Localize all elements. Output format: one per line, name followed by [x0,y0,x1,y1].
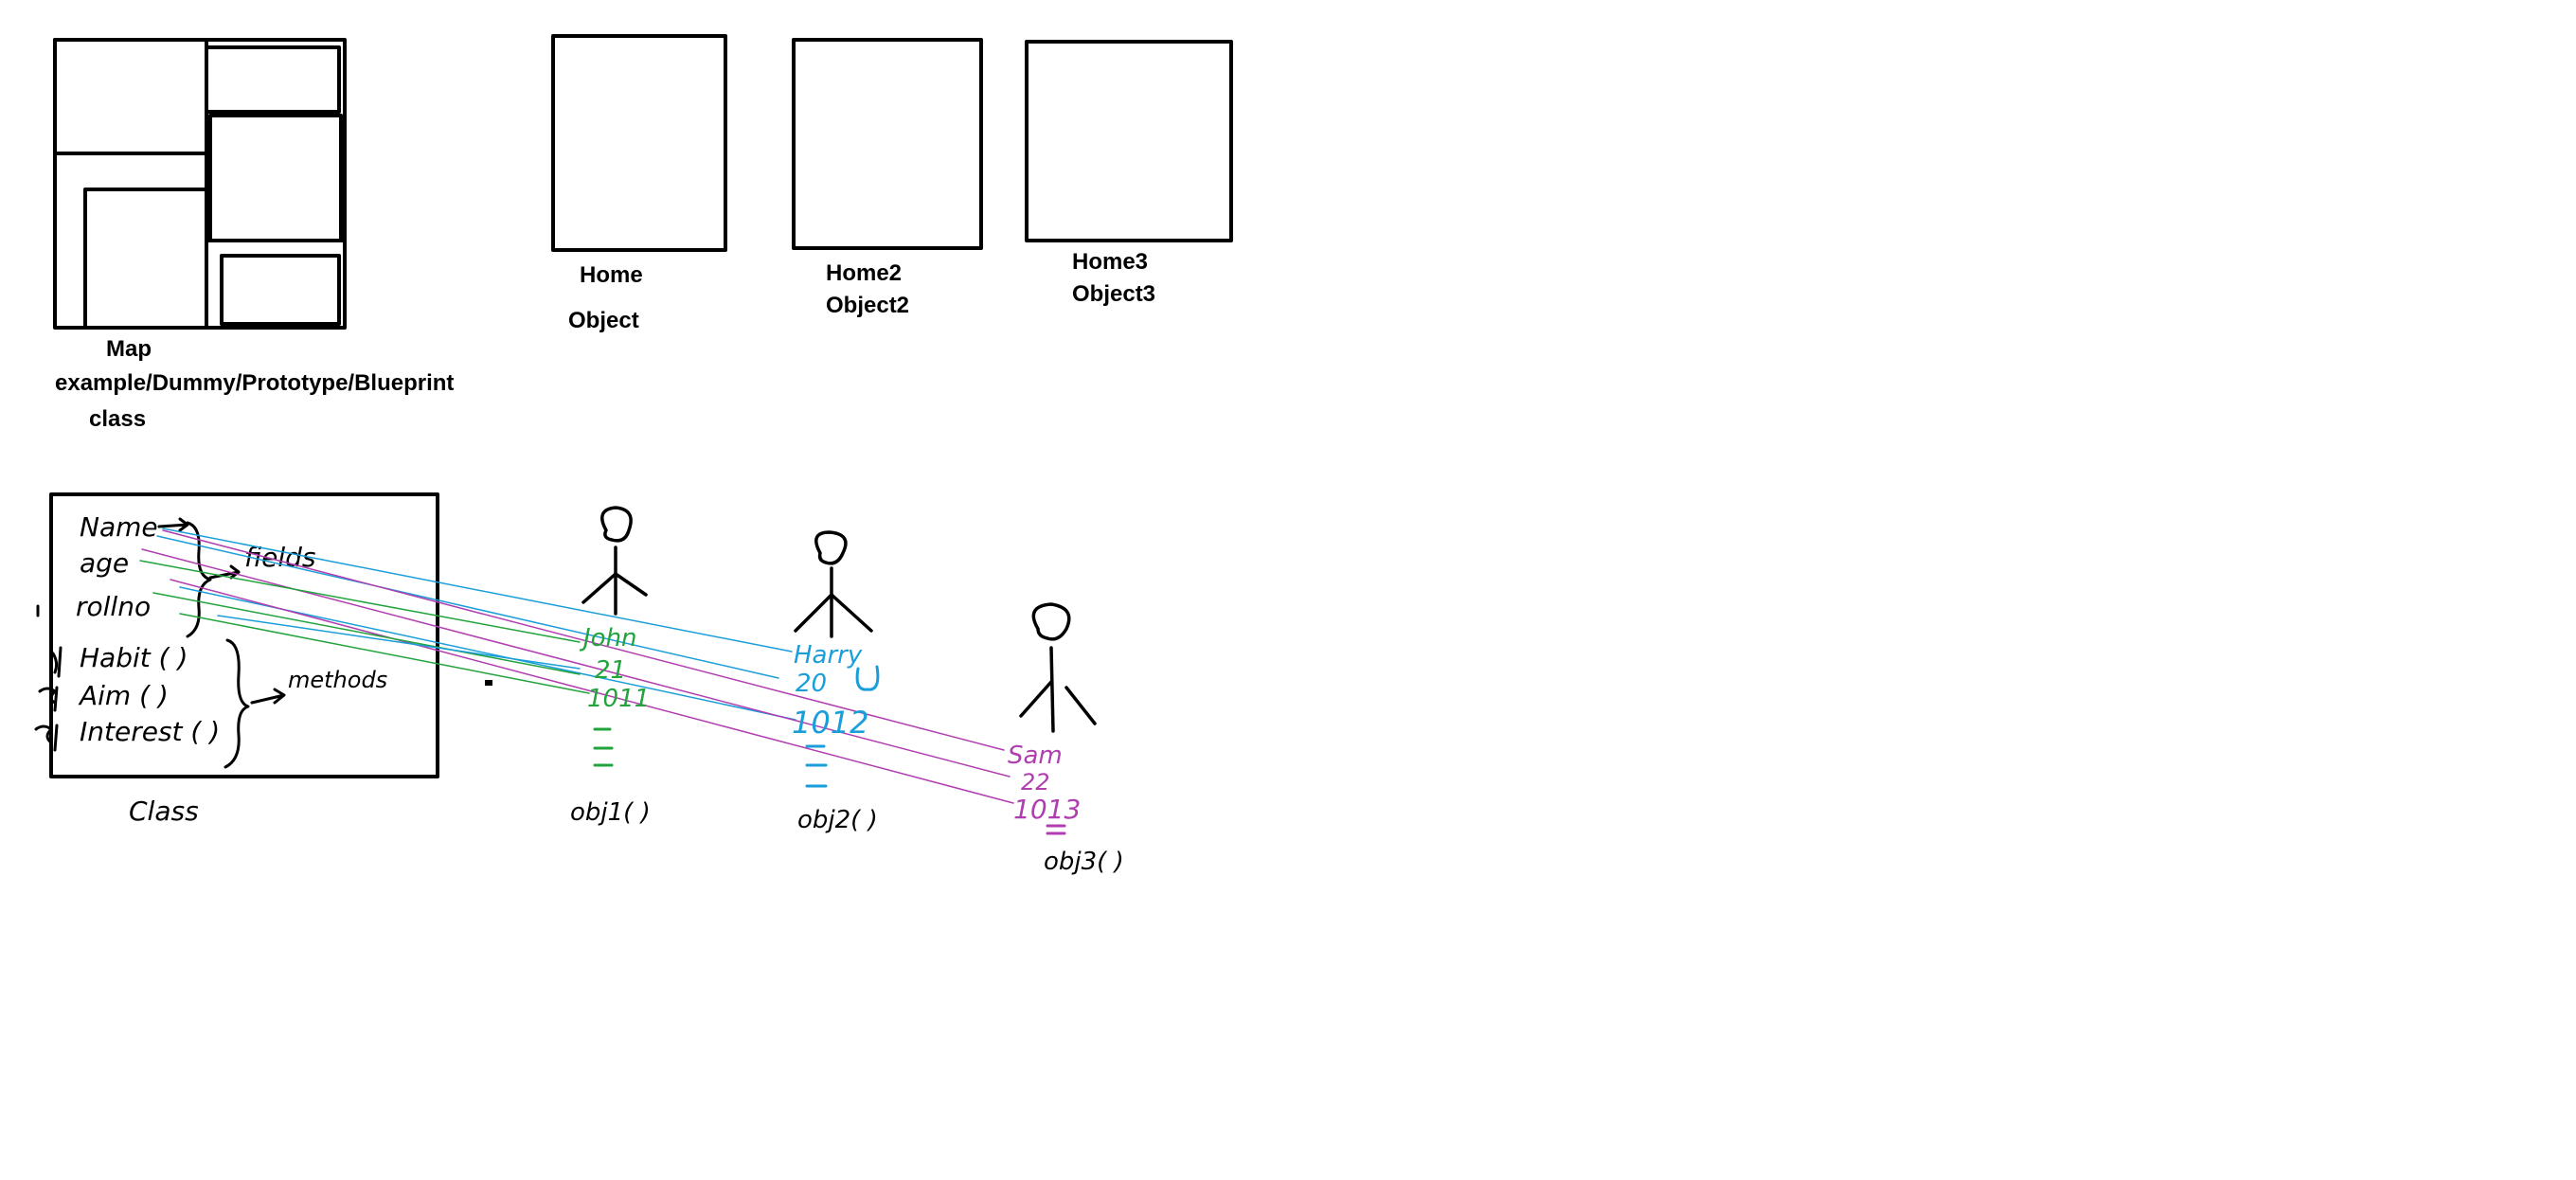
map-room-3 [208,114,343,242]
def-scribbles [34,604,63,752]
connector-lines [139,527,1014,804]
methods-label: methods [288,667,387,693]
connector-green [152,592,581,675]
map-room-1 [53,38,208,155]
object-1-more-marks [593,727,614,767]
fields-brace [186,521,212,638]
field-name: Name [80,511,158,543]
object-2-more-marks [805,744,828,788]
connector-blue [217,615,581,670]
object-2-scribble [855,665,880,691]
arm [1064,686,1097,725]
arm [581,572,617,604]
stick-figure-3 [1019,602,1097,733]
home-3-box [1025,40,1233,242]
object-1-value-age: 21 [595,656,626,685]
home-1-object: Object [568,308,639,333]
home-2-object: Object2 [826,293,909,318]
arm [794,593,833,633]
object-3-value-rollno: 1013 [1013,794,1081,825]
home-2-box [792,38,983,250]
method-interest: Interest ( ) [80,716,220,747]
arm [1019,680,1053,718]
map-room-4 [83,188,208,330]
name-arrow [157,517,189,532]
object-3-value-age: 22 [1021,769,1050,796]
connector-green [179,613,590,694]
map-room-5 [220,254,341,326]
head [600,506,633,543]
methods-arrow [250,688,286,705]
field-age: age [80,547,129,579]
home-1-name: Home [580,262,643,288]
object-1-value-name: John [579,624,637,653]
head [814,530,848,565]
object-2-value-rollno: 1012 [792,705,868,741]
home-2-name: Home2 [826,260,902,286]
object-3-label: obj3( ) [1044,848,1124,876]
connector-purple [170,579,1014,804]
object-2-value-name: Harry [794,641,863,670]
connector-purple [141,548,1011,778]
arm [830,593,873,633]
method-habit: Habit ( ) [80,642,188,673]
home-3-name: Home3 [1072,249,1148,275]
head [1031,602,1071,641]
stick-figure-2 [794,530,873,638]
object-1-value-rollno: 1011 [587,685,650,713]
connector-blue [156,535,779,679]
stray-mark [485,680,492,686]
map-class-label: class [89,406,146,432]
map-label: Map [106,336,152,362]
connector-blue [162,527,793,653]
connector-green [139,560,581,643]
map-room-2 [205,45,341,114]
map-caption: example/Dummy/Prototype/Blueprint [55,370,454,396]
connector-purple [162,529,1005,751]
object-3-more-marks [1046,824,1066,835]
class-box [49,492,439,778]
body [1049,646,1055,733]
homes-group [551,34,1233,252]
object-1-label: obj1( ) [570,798,651,827]
object-2-value-age: 20 [796,670,827,698]
method-aim: Aim ( ) [78,680,169,711]
home-1-box [551,34,727,252]
home-3-object: Object3 [1072,281,1155,307]
map-drawing [53,38,347,330]
methods-brace [224,638,250,769]
stick-figure-1 [581,506,648,616]
map-outer-frame [53,38,347,330]
class-caption: Class [129,796,199,827]
object-2-label: obj2( ) [797,806,878,834]
field-rollno: rollno [76,591,151,622]
arm [614,572,648,597]
object-3-value-name: Sam [1008,742,1063,770]
